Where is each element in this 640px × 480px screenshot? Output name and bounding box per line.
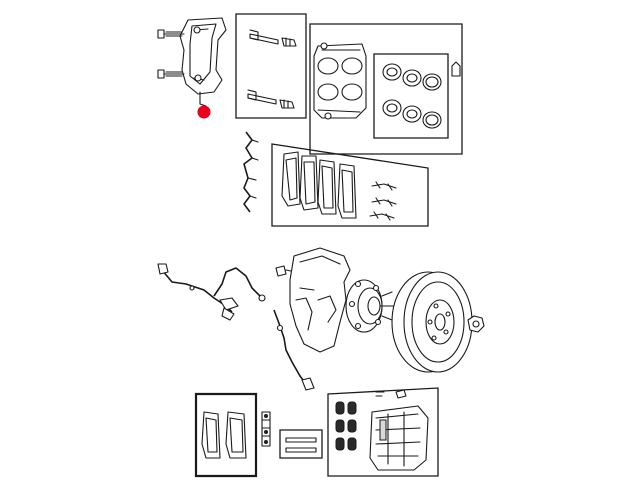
caliper-mounting-bracket[interactable]: [179, 17, 227, 107]
rear-brake-pad-box[interactable]: [194, 392, 258, 478]
piston-seal-kit-box[interactable]: [373, 53, 449, 139]
rear-caliper-hardware: [375, 391, 385, 397]
rear-caliper-housing: [369, 405, 429, 471]
hub-nut[interactable]: [467, 315, 485, 333]
hub-bearing-assembly[interactable]: [345, 279, 395, 333]
rear-pad-clip-strip[interactable]: [261, 411, 271, 447]
rear-caliper-bleeder: [395, 389, 407, 399]
rear-brake-pad-left: [201, 411, 221, 459]
brake-pad-4: [337, 163, 357, 219]
caliper-housing: [313, 42, 367, 120]
rear-guide-pin-box[interactable]: [279, 429, 323, 459]
rear-caliper-piston-set: [335, 401, 357, 451]
brake-pad-3: [317, 159, 337, 215]
guide-pin-upper: [249, 29, 297, 47]
guide-pin-kit-box[interactable]: [235, 13, 307, 119]
brake-pad-2: [299, 155, 319, 211]
rear-caliper-box[interactable]: [327, 387, 439, 477]
rear-brake-pad-right: [225, 411, 247, 459]
bleeder-screw: [451, 61, 461, 77]
callout-marker[interactable]: [197, 105, 211, 119]
brake-rotor[interactable]: [391, 271, 473, 373]
guide-pin-lower: [247, 89, 295, 109]
anti-rattle-clip[interactable]: [243, 131, 259, 213]
brake-pad-set-box[interactable]: [271, 143, 429, 227]
brake-pad-1: [281, 151, 301, 207]
wheel-speed-sensor-harness[interactable]: [157, 263, 315, 391]
caliper-housing-box[interactable]: [309, 23, 463, 155]
brake-splash-shield[interactable]: [289, 247, 351, 353]
bracket-bolt-upper[interactable]: [157, 29, 185, 39]
pad-clip-hardware: [369, 181, 397, 221]
bracket-bolt-lower[interactable]: [157, 69, 185, 79]
